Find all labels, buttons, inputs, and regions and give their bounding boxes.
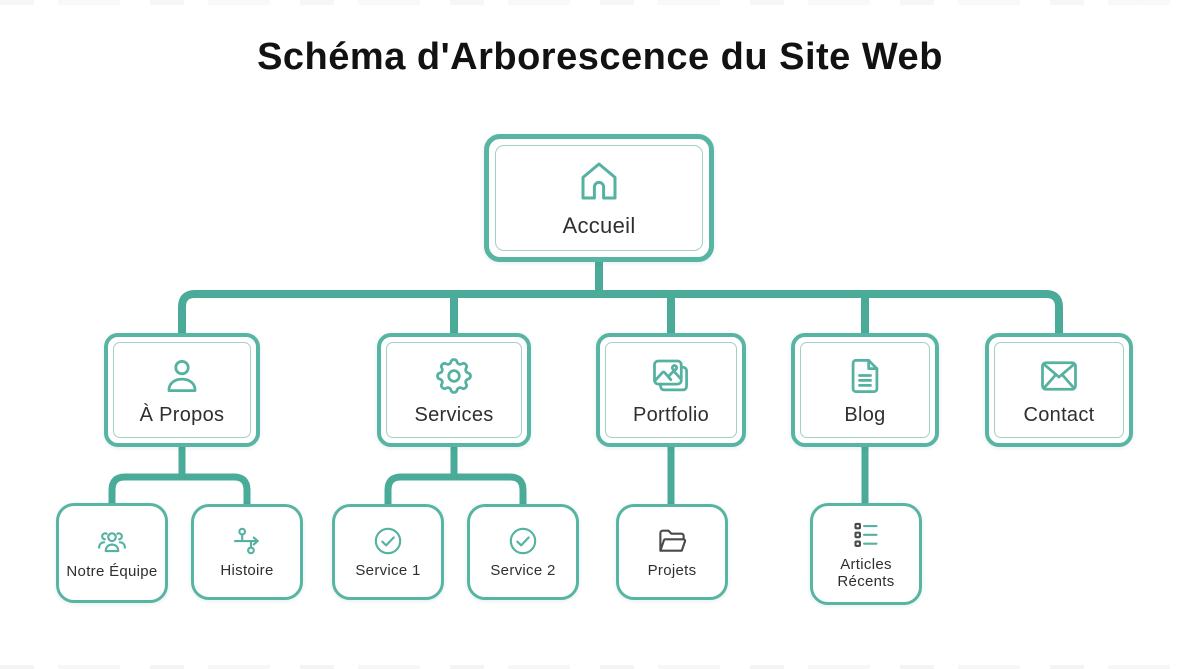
node-projets: Projets <box>616 504 728 600</box>
node-blog: Blog <box>791 333 939 447</box>
node-services: Services <box>377 333 531 447</box>
node-label: Portfolio <box>632 403 710 426</box>
person-icon <box>160 354 204 398</box>
node-label: Services <box>414 403 494 426</box>
node-contact: Contact <box>985 333 1133 447</box>
photo-icon <box>649 354 693 398</box>
node-articles-recents: Articles Récents <box>810 503 922 605</box>
node-label: Projets <box>647 562 697 580</box>
node-service-2: Service 2 <box>467 504 579 600</box>
folder-icon <box>655 524 689 558</box>
node-label: À Propos <box>139 403 225 426</box>
node-a-propos: À Propos <box>104 333 260 447</box>
list-icon <box>849 518 883 552</box>
bottom-edge-artifact <box>0 665 1200 669</box>
node-label: Accueil <box>562 213 636 239</box>
node-label: Articles Récents <box>837 555 895 590</box>
document-icon <box>843 354 887 398</box>
node-label: Service 1 <box>355 562 421 580</box>
node-histoire: Histoire <box>191 504 303 600</box>
node-label: Service 2 <box>490 562 556 580</box>
node-portfolio: Portfolio <box>596 333 746 447</box>
home-icon <box>575 157 623 205</box>
node-service-1: Service 1 <box>332 504 444 600</box>
page-title: Schéma d'Arborescence du Site Web <box>257 36 943 78</box>
node-label: Blog <box>844 403 886 426</box>
check-circle-icon <box>506 524 540 558</box>
envelope-icon <box>1037 354 1081 398</box>
top-edge-artifact <box>0 0 1200 5</box>
team-icon <box>95 525 129 559</box>
node-accueil: Accueil <box>484 134 714 262</box>
node-label: Histoire <box>220 562 274 580</box>
node-label: Notre Équipe <box>66 563 158 581</box>
gear-icon <box>432 354 476 398</box>
node-notre-equipe: Notre Équipe <box>56 503 168 603</box>
check-circle-icon <box>371 524 405 558</box>
timeline-icon <box>230 524 264 558</box>
node-label: Contact <box>1023 403 1095 426</box>
